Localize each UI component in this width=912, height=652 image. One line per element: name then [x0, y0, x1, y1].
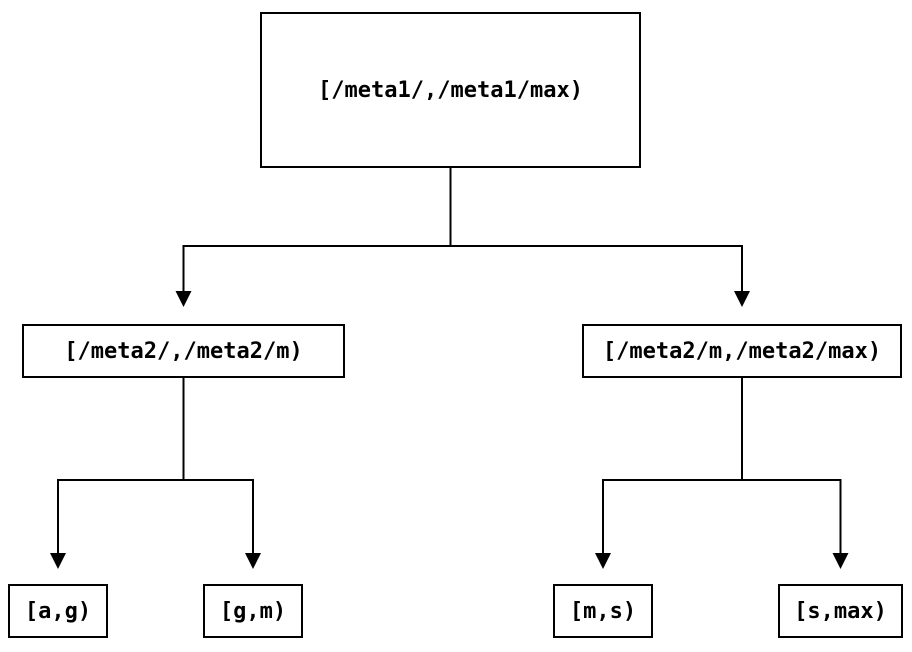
node-leaf-ag: [a,g) — [8, 584, 108, 638]
arrowhead-down-icon — [832, 553, 849, 569]
node-label: [/meta1/,/meta1/max) — [318, 77, 583, 103]
edge-left-to-leaves — [50, 378, 261, 569]
edge-line — [602, 378, 842, 554]
node-right-interval: [/meta2/m,/meta2/max) — [582, 324, 902, 378]
arrowhead-down-icon — [734, 291, 750, 307]
edge-line — [57, 378, 254, 554]
arrowhead-down-icon — [595, 553, 611, 569]
edge-right-to-leaves — [595, 378, 849, 569]
node-label: [/meta2/,/meta2/m) — [64, 338, 303, 364]
node-leaf-smax: [s,max) — [778, 584, 903, 638]
edge-line — [182, 168, 743, 292]
node-leaf-ms: [m,s) — [553, 584, 653, 638]
arrowhead-down-icon — [245, 553, 261, 569]
node-label: [/meta2/m,/meta2/max) — [602, 338, 882, 364]
node-label: [a,g) — [24, 598, 92, 624]
node-label: [g,m) — [219, 598, 287, 624]
edge-root-to-children — [175, 168, 750, 307]
arrowhead-down-icon — [50, 553, 66, 569]
node-left-interval: [/meta2/,/meta2/m) — [22, 324, 345, 378]
node-root-interval: [/meta1/,/meta1/max) — [260, 12, 641, 168]
node-label: [m,s) — [569, 598, 637, 624]
arrowhead-down-icon — [175, 291, 192, 307]
node-label: [s,max) — [794, 598, 887, 624]
node-leaf-gm: [g,m) — [203, 584, 303, 638]
